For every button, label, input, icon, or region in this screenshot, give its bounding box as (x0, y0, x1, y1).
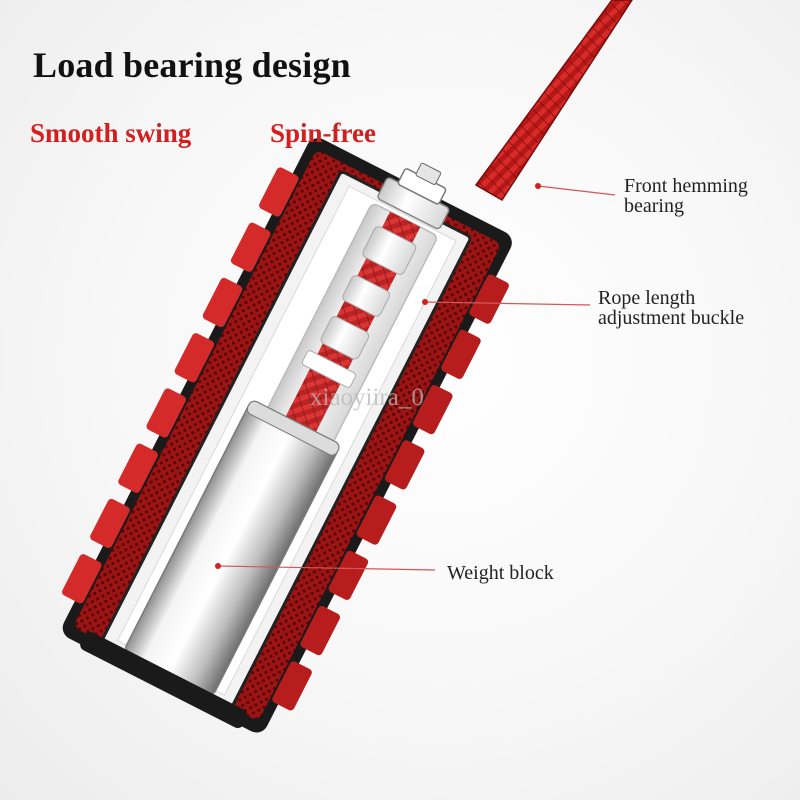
callout-adjustment-buckle-line2: adjustment buckle (598, 307, 745, 329)
callout-front-bearing: Front hemming bearing (624, 176, 748, 216)
front-hemming-bearing (377, 162, 450, 230)
callout-leader-lines (217, 185, 616, 571)
callout-anchor-dots (215, 183, 541, 569)
handle-end-cap (80, 631, 248, 729)
watermark-text: xiaoyiira_0 (310, 384, 424, 411)
callout-front-bearing-line2: bearing (624, 195, 684, 217)
callout-adjustment-buckle-line1: Rope length (598, 287, 696, 309)
feature-smooth-swing: Smooth swing (30, 118, 192, 148)
callout-weight-block: Weight block (447, 563, 554, 583)
rope-length-adjustment-buckle (301, 226, 417, 388)
feature-spin-free: Spin-free (270, 118, 376, 148)
callout-weight-block-line1: Weight block (447, 562, 554, 584)
jump-rope (474, 0, 633, 202)
callout-front-bearing-line1: Front hemming (624, 175, 748, 197)
callout-adjustment-buckle: Rope length adjustment buckle (598, 288, 744, 328)
page-title: Load bearing design (33, 45, 351, 85)
